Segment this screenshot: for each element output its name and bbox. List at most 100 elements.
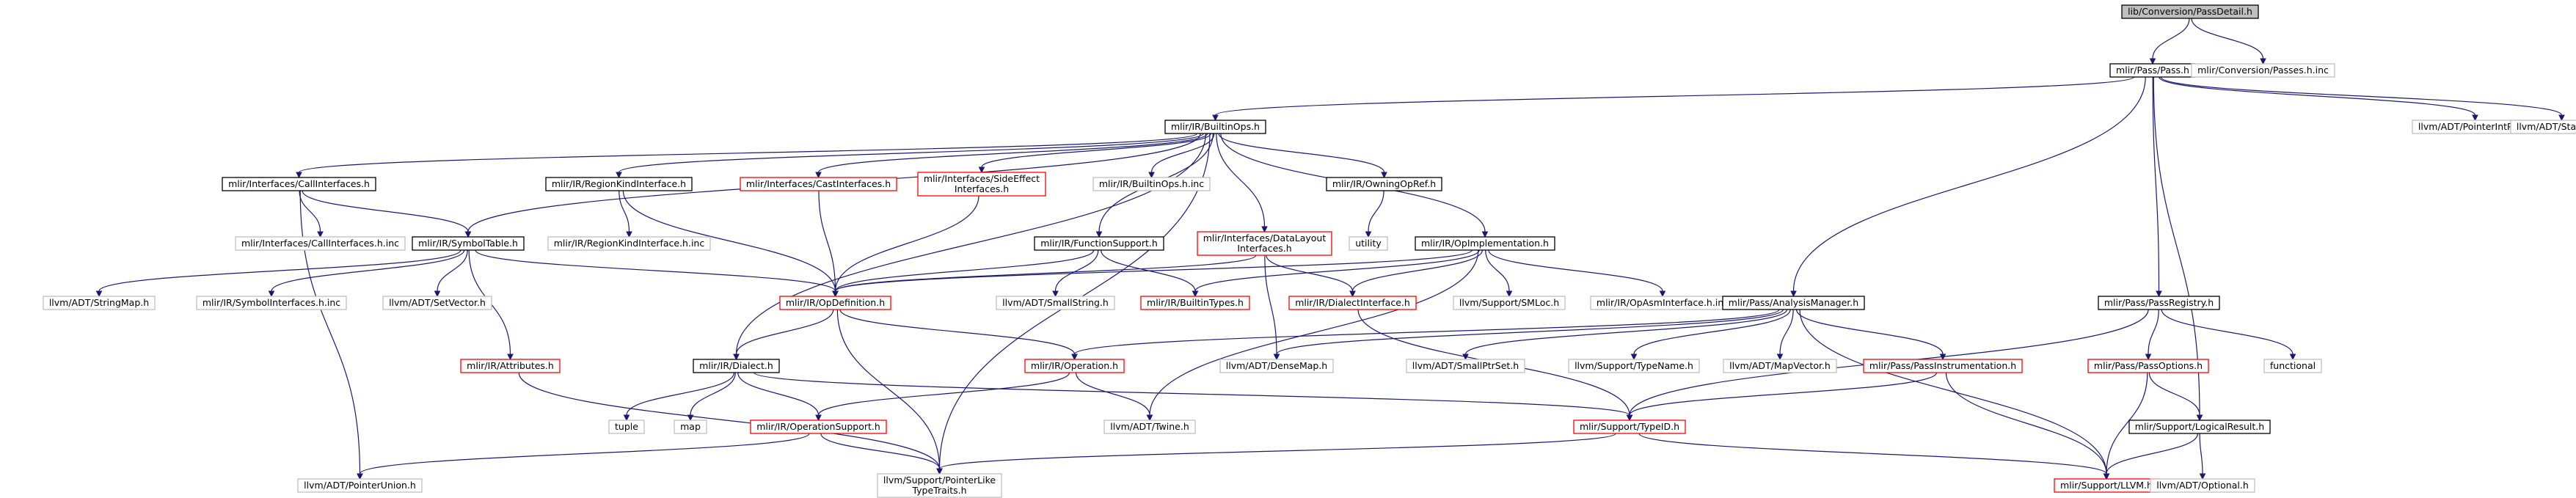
edge-pass-to-statistic (2160, 76, 2565, 122)
node-box (1219, 359, 1334, 373)
node-owningopref[interactable]: mlir/IR/OwningOpRef.h (1326, 177, 1442, 191)
edge-callinterfaces-to-symboltable (302, 190, 472, 238)
node-label: llvm/Support/PointerLike (883, 475, 996, 486)
node-opimpl[interactable]: mlir/IR/OpImplementation.h (1415, 236, 1555, 251)
node-operation[interactable]: mlir/IR/Operation.h (1024, 359, 1125, 373)
edge-arrowhead (507, 354, 514, 361)
node-label: mlir/Support/TypeID.h (1580, 421, 1679, 432)
edge-arrowhead (832, 290, 839, 298)
node-label: mlir/Support/LogicalResult.h (2135, 421, 2264, 432)
edge-arrowhead (2472, 114, 2478, 122)
node-pass[interactable]: mlir/Pass/Pass.h (2109, 63, 2196, 78)
edge-line (1150, 133, 1215, 173)
edge-line (1368, 190, 1384, 232)
node-smallptrset: llvm/ADT/SmallPtrSet.h (1406, 359, 1525, 373)
node-regionkind[interactable]: mlir/IR/RegionKindInterface.h (545, 177, 693, 191)
edge-callinterfaces-to-callinterfacesinc (299, 190, 324, 238)
node-callinterfacesinc: mlir/Interfaces/CallInterfaces.h.inc (235, 236, 406, 251)
node-label: mlir/IR/SymbolInterfaces.h.inc (202, 297, 340, 308)
node-box (1288, 296, 1417, 310)
node-dialectinterface[interactable]: mlir/IR/DialectInterface.h (1288, 296, 1417, 310)
node-analysismanager[interactable]: mlir/Pass/AnalysisManager.h (1722, 296, 1865, 310)
edge-arrowhead (2149, 58, 2156, 65)
node-label: mlir/IR/RegionKindInterface.h.inc (554, 238, 705, 249)
edge-operationsupport-to-pointerunion (357, 433, 810, 480)
node-box (2510, 120, 2576, 134)
edge-callinterfaces-to-pointerunion (299, 190, 363, 480)
node-opdefinition[interactable]: mlir/IR/OpDefinition.h (779, 296, 891, 310)
node-label: llvm/ADT/DenseMap.h (1226, 360, 1327, 371)
node-passregistry[interactable]: mlir/Pass/PassRegistry.h (2098, 296, 2220, 310)
node-attributes[interactable]: mlir/IR/Attributes.h (460, 359, 561, 373)
node-label: TypeTraits.h (911, 485, 966, 496)
node-builtintypes[interactable]: mlir/IR/BuiltinTypes.h (1140, 296, 1250, 310)
edge-line (1194, 249, 1480, 292)
edge-line (1945, 372, 2107, 475)
edge-line (1216, 133, 1266, 227)
node-symboltable[interactable]: mlir/IR/SymbolTable.h (412, 236, 525, 251)
node-label: mlir/IR/Attributes.h (467, 360, 554, 371)
edge-arrowhead (2260, 58, 2266, 65)
edge-line (836, 309, 941, 469)
node-callinterfaces[interactable]: mlir/Interfaces/CallInterfaces.h (222, 177, 376, 191)
node-label: mlir/Pass/PassOptions.h (2094, 360, 2203, 371)
node-label: mlir/Interfaces/SideEffect (924, 173, 1040, 184)
node-builtinops[interactable]: mlir/IR/BuiltinOps.h (1164, 120, 1266, 134)
edge-arrowhead (978, 166, 985, 174)
edge-logicalresult-to-optional (2199, 433, 2206, 480)
edge-line (735, 133, 1207, 355)
node-root[interactable]: lib/Conversion/PassDetail.h (2121, 4, 2259, 19)
node-functional: functional (2263, 359, 2322, 373)
edge-line (817, 133, 1208, 173)
edge-line (299, 190, 321, 232)
node-label: mlir/IR/BuiltinOps.h (1171, 121, 1260, 132)
node-passinstrumentation[interactable]: mlir/Pass/PassInstrumentation.h (1863, 359, 2023, 373)
edge-arrowhead (1626, 414, 1633, 422)
edge-arrowhead (1273, 354, 1280, 361)
node-pointerunion: llvm/ADT/PointerUnion.h (297, 478, 423, 493)
edge-line (981, 133, 1211, 168)
edge-arrowhead (1148, 172, 1155, 179)
node-typeid[interactable]: mlir/Support/TypeID.h (1573, 420, 1686, 434)
node-box (196, 296, 347, 310)
node-label: mlir/IR/Operation.h (1031, 360, 1118, 371)
edge-arrowhead (733, 354, 740, 361)
node-operationsupport[interactable]: mlir/IR/OperationSupport.h (750, 420, 887, 434)
edge-line (834, 195, 979, 292)
edge-builtinops-to-datalayout (1216, 133, 1268, 233)
edge-arrowhead (464, 231, 472, 238)
node-passoptions[interactable]: mlir/Pass/PassOptions.h (2087, 359, 2209, 373)
node-functionsupport[interactable]: mlir/IR/FunctionSupport.h (1034, 236, 1164, 251)
node-utility: utility (1349, 236, 1388, 251)
edge-line (1485, 249, 1510, 292)
edge-arrowhead (1146, 414, 1153, 422)
edge-arrowhead (95, 290, 103, 298)
node-logicalresult[interactable]: mlir/Support/LogicalResult.h (2128, 420, 2271, 434)
node-box (545, 177, 693, 191)
nodes-layer: lib/Conversion/PassDetail.h mlir/Pass/Pas… (43, 4, 2576, 498)
edge-line (2199, 433, 2203, 475)
node-dialect[interactable]: mlir/IR/Dialect.h (693, 359, 780, 373)
node-castinterfaces[interactable]: mlir/Interfaces/CastInterfaces.h (740, 177, 897, 191)
edge-line (1464, 309, 1788, 355)
edge-line (834, 249, 1095, 292)
edge-line (2106, 433, 2199, 475)
node-label: mlir/IR/OpDefinition.h (786, 297, 885, 308)
node-tuple: tuple (608, 420, 645, 434)
node-box (412, 236, 525, 251)
edge-dialect-to-typeid (754, 372, 1633, 422)
node-label: llvm/ADT/Statistic.h (2517, 121, 2576, 132)
node-label: mlir/Interfaces/DataLayout (1203, 232, 1327, 243)
node-map: map (674, 420, 707, 434)
edge-arrowhead (1506, 290, 1513, 298)
node-supportllvm[interactable]: mlir/Support/LLVM.h (2054, 478, 2159, 493)
edge-line (737, 372, 820, 416)
edge-arrowhead (623, 414, 630, 422)
edge-arrowhead (1790, 290, 1797, 298)
edge-opimpl-to-opdefinition (832, 249, 1473, 298)
node-label: mlir/IR/FunctionSupport.h (1040, 238, 1158, 249)
